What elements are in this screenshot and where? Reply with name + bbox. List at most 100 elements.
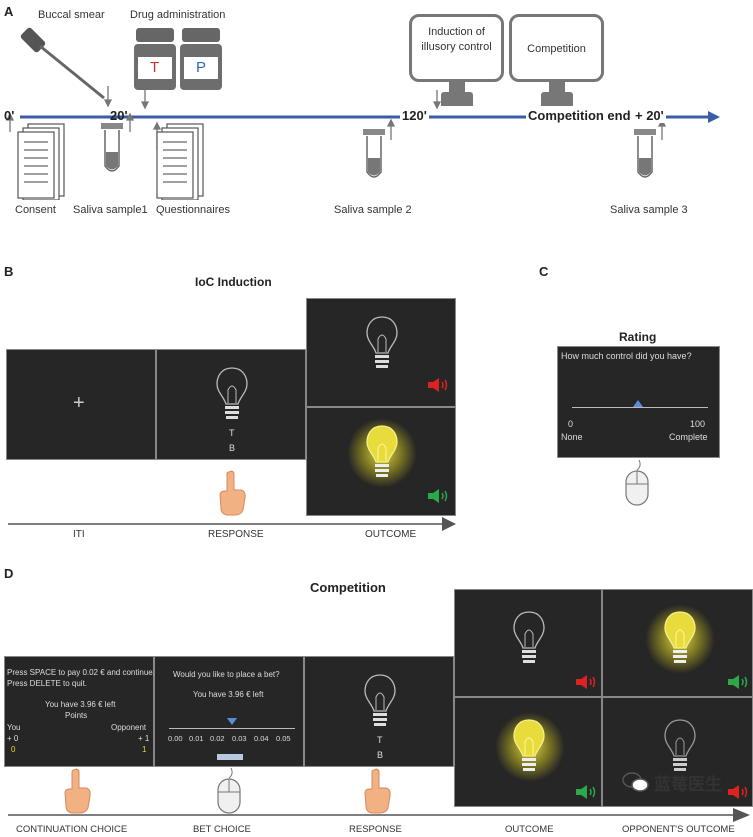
response-screen-b: T B xyxy=(156,349,306,460)
mouse-icon-d xyxy=(217,768,241,814)
bet-option[interactable]: 0.02 xyxy=(210,734,225,743)
response-letter-t: T xyxy=(229,428,235,438)
axis-d-outcome: OUTCOME xyxy=(505,824,554,835)
time-0: 0' xyxy=(4,108,15,123)
time-120: 120' xyxy=(400,108,429,123)
finger-press-icon-d2 xyxy=(364,768,391,814)
finger-press-icon-d1 xyxy=(64,768,91,814)
cont-points: Points xyxy=(65,711,88,720)
bet-option[interactable]: 0.00 xyxy=(168,734,183,743)
panel-d-title: Competition xyxy=(310,580,386,595)
bet-confirm-bar[interactable] xyxy=(217,754,243,760)
outcome-screen-off xyxy=(306,298,456,407)
panel-c-letter: C xyxy=(539,264,549,279)
bet-question: Would you like to place a bet? xyxy=(173,670,280,679)
cont-balance: You have 3.96 € left xyxy=(45,700,116,709)
saliva-sample1-label: Saliva sample1 xyxy=(73,204,148,216)
rating-min-label: None xyxy=(561,432,583,442)
you-score: 0 xyxy=(11,745,16,754)
panel-b-letter: B xyxy=(4,264,14,279)
drug-administration-label: Drug administration xyxy=(130,9,226,21)
response-letter-b: B xyxy=(229,443,236,453)
bulb-dim-icon xyxy=(664,719,696,771)
iti-screen: + xyxy=(6,349,156,460)
monitor-competition: Competition xyxy=(509,14,604,82)
axis-b-iti: ITI xyxy=(73,529,85,540)
speaker-green-icon xyxy=(576,785,596,799)
axis-d-response: RESPONSE xyxy=(349,824,402,835)
response-d-letter-t: T xyxy=(377,735,383,745)
finger-press-icon-b xyxy=(219,470,246,516)
time-20: 20' xyxy=(110,108,128,123)
opponent-label: Opponent xyxy=(111,723,147,732)
panel-c-title: Rating xyxy=(619,330,657,344)
rating-min-value: 0 xyxy=(568,419,574,429)
consent-documents-icon xyxy=(17,123,65,200)
speaker-green-icon xyxy=(428,489,448,503)
cont-line1: Press SPACE to pay 0.02 € and continue. xyxy=(7,668,155,677)
bet-scale-line xyxy=(169,728,295,729)
bet-balance: You have 3.96 € left xyxy=(193,690,264,699)
saliva-sample3-label: Saliva sample 3 xyxy=(610,204,688,216)
continuation-screen: Press SPACE to pay 0.02 € and continue. … xyxy=(4,656,155,767)
rating-screen: How much control did you have? 0 100 Non… xyxy=(557,346,720,458)
bottle-p-icon: P xyxy=(180,28,222,90)
monitor-induction: Induction of illusory control xyxy=(409,14,504,82)
bet-option[interactable]: 0.04 xyxy=(254,734,269,743)
outcome-d-bottom-left xyxy=(454,697,602,807)
speaker-red-icon xyxy=(428,378,448,392)
bulb-off-icon xyxy=(364,674,396,726)
saliva-tube-1-icon xyxy=(101,123,123,172)
cont-line2: Press DELETE to quit. xyxy=(7,679,88,688)
buccal-swab-icon xyxy=(20,27,105,100)
response-d-letter-b: B xyxy=(377,750,384,760)
rating-max-label: Complete xyxy=(669,432,708,442)
monitor-induction-base xyxy=(441,92,473,106)
rating-scale-line xyxy=(572,407,708,408)
bulb-off-icon xyxy=(366,316,398,368)
monitor-competition-stand xyxy=(549,82,565,92)
bulb-off-icon xyxy=(216,367,248,419)
questionnaire-documents-icon xyxy=(156,123,204,200)
opponent-delta: + 1 xyxy=(138,734,150,743)
axis-b-outcome: OUTCOME xyxy=(365,529,417,540)
bet-screen: Would you like to place a bet? You have … xyxy=(154,656,304,767)
mouse-icon-c xyxy=(625,460,649,506)
axis-b-response: RESPONSE xyxy=(208,529,264,540)
outcome-d-top-right xyxy=(602,589,753,697)
outcome-screen-on xyxy=(306,407,456,516)
speaker-red-icon xyxy=(728,785,748,799)
speaker-green-icon xyxy=(728,675,748,689)
bet-option[interactable]: 0.05 xyxy=(276,734,291,743)
questionnaires-label: Questionnaires xyxy=(156,204,230,216)
fixation-cross: + xyxy=(73,392,85,414)
rating-slider-marker[interactable] xyxy=(633,400,643,407)
monitor-competition-base xyxy=(541,92,573,106)
opponent-score: 1 xyxy=(142,745,147,754)
bet-option[interactable]: 0.03 xyxy=(232,734,247,743)
response-screen-d: T B xyxy=(304,656,454,767)
panel-b-title: IoC Induction xyxy=(195,275,272,289)
bet-option[interactable]: 0.01 xyxy=(189,734,204,743)
axis-b xyxy=(8,517,456,531)
you-label: You xyxy=(7,723,21,732)
rating-max-value: 100 xyxy=(690,419,706,429)
bulb-on-icon xyxy=(513,719,545,771)
saliva-tube-2-icon xyxy=(363,129,385,178)
bulb-on-icon xyxy=(366,425,398,477)
competition-end-label: Competition end xyxy=(526,108,633,123)
axis-d-continuation: CONTINUATION CHOICE xyxy=(16,824,128,835)
monitor-induction-stand xyxy=(449,82,465,92)
axis-d-bet: BET CHOICE xyxy=(193,824,251,835)
watermark-text: 蓝莓医生 xyxy=(654,775,722,795)
panel-d-letter: D xyxy=(4,566,14,581)
buccal-smear-label: Buccal smear xyxy=(38,9,105,21)
outcome-d-top-left xyxy=(454,589,602,697)
saliva-sample2-label: Saliva sample 2 xyxy=(334,204,412,216)
wechat-icon xyxy=(622,772,649,792)
panel-a-letter: A xyxy=(4,4,14,19)
axis-d-opponent-outcome: OPPONENT'S OUTCOME xyxy=(622,824,735,835)
speaker-red-icon xyxy=(576,675,596,689)
bet-selector-marker[interactable] xyxy=(227,718,237,725)
rating-question: How much control did you have? xyxy=(561,351,692,361)
